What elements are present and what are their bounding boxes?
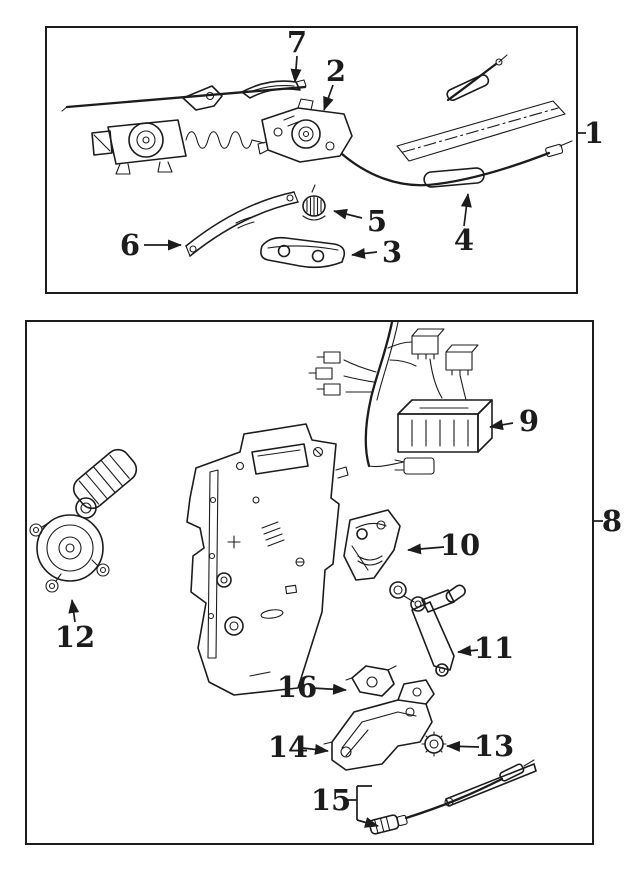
callout-12: 12 [55,620,95,654]
leader-9 [489,419,514,431]
front-drive-unit-part2 [257,98,353,163]
callout-16: 16 [277,670,317,704]
callout-11: 11 [474,631,514,665]
leader-5 [333,208,363,220]
leader-11 [457,645,479,657]
leader-2 [323,84,334,111]
upper-cable-end [446,54,508,102]
leader-3 [351,247,378,259]
drive-cable-part4 [340,140,573,188]
callout-7: 7 [287,25,307,59]
relay-block-part9 [397,399,493,453]
grommet-part5 [302,184,326,221]
grommet-nut-part13 [421,731,447,757]
upper-assembly-frame [45,26,578,294]
leader-4 [460,193,472,227]
regulator-mount-panel [186,423,349,696]
small-actuator-part16 [345,665,397,697]
callout-10: 10 [440,528,480,562]
leader-15 [347,785,379,828]
trim-strip-part1 [396,100,566,162]
leader-7 [290,55,302,83]
callout-8: 8 [602,504,622,538]
lower-assembly-frame [25,320,594,845]
guide-channel-part14 [323,679,435,771]
cable-assembly-part15 [368,759,537,835]
mount-plate-part3 [260,236,346,269]
callout-2: 2 [326,54,346,88]
callout-15: 15 [311,783,351,817]
callout-13: 13 [474,729,514,763]
rear-drive-assembly [91,85,265,175]
wiring-harness [308,320,479,475]
leader-13 [446,740,480,752]
leader-12 [68,599,80,623]
callout-6: 6 [120,228,140,262]
callout-1: 1 [584,116,604,150]
leader-10 [407,543,445,555]
pivot-bracket-part10 [343,509,401,581]
window-motor-part12 [29,448,138,593]
leader-16 [311,683,347,695]
callout-5: 5 [367,204,387,238]
leader-14 [302,743,329,755]
callout-3: 3 [382,235,402,269]
callout-14: 14 [268,730,308,764]
callout-9: 9 [519,404,539,438]
curved-track-part6 [185,191,299,257]
callout-4: 4 [454,223,474,257]
link-arm-part11 [389,581,466,677]
